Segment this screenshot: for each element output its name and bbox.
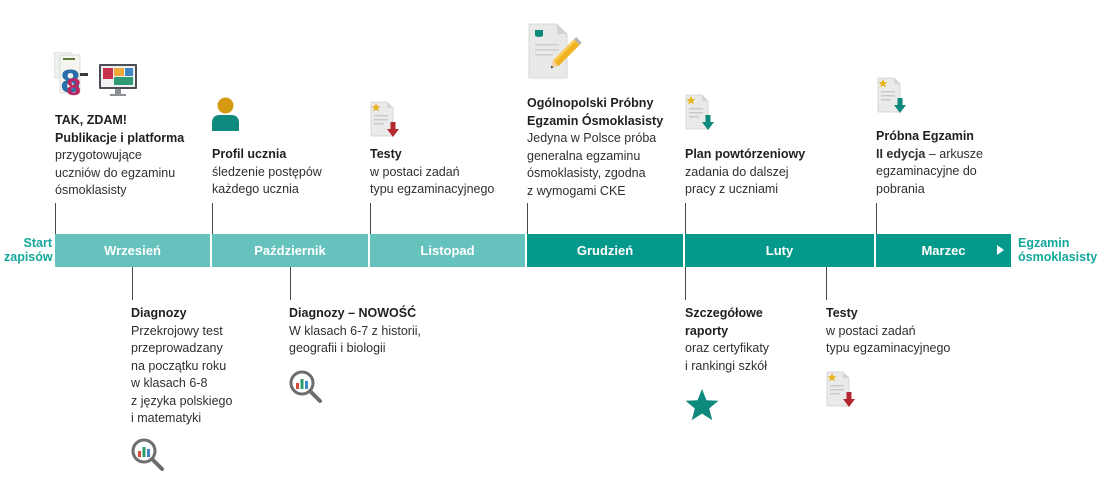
event-description: w postaci zadań typu egzaminacyjnego <box>370 164 495 197</box>
event-title: Próbna Egzamin <box>876 129 974 143</box>
event-title: Ogólnopolski Próbny Egzamin Ósmoklasisty <box>527 96 664 128</box>
event-title: TAK, ZDAM! Publikacje i platforma <box>55 113 185 145</box>
event-diagnozy: Diagnozy Przekrojowy test przeprowadzany… <box>131 305 281 428</box>
event-title: Testy <box>826 306 858 320</box>
connector-line <box>55 203 56 234</box>
month-segment-pazdziernik: Październik <box>212 234 368 267</box>
student-profile-icon <box>212 97 239 131</box>
event-description: w postaci zadań typu egzaminacyjnego <box>826 323 951 356</box>
event-title: Szczegółowe raporty <box>685 306 763 338</box>
event-description: Jedyna w Polsce próba generalna egzaminu… <box>527 131 657 198</box>
event-testy-luty: Testy w postaci zadań typu egzaminacyjne… <box>826 305 986 358</box>
svg-text:8: 8 <box>60 65 81 98</box>
month-segment-marzec: Marzec <box>876 234 1011 267</box>
event-probny-egzamin: Ogólnopolski Próbny Egzamin Ósmoklasisty… <box>527 95 677 200</box>
month-segment-listopad: Listopad <box>370 234 525 267</box>
magnifier-chart-icon <box>131 438 164 471</box>
month-segment-wrzesien: Wrzesień <box>55 234 210 267</box>
event-description: II edycja – arkusze egzaminacyjne do pob… <box>876 146 984 196</box>
books-and-monitor-icon: 8 8 <box>54 52 137 98</box>
connector-line <box>370 203 371 234</box>
event-title: Testy <box>370 147 402 161</box>
event-description: zadania do dalszej pracy z uczniami <box>685 164 789 197</box>
event-description: oraz certyfikaty i rankingi szkół <box>685 341 770 373</box>
connector-line <box>685 267 686 300</box>
event-tak-zdam: TAK, ZDAM! Publikacje i platforma przygo… <box>55 112 205 200</box>
connector-line <box>685 203 686 234</box>
event-title: Profil ucznia <box>212 147 287 161</box>
document-download-icon <box>685 94 714 130</box>
event-profil-ucznia: Profil ucznia śledzenie postępów każdego… <box>212 146 362 199</box>
connector-line <box>876 203 877 234</box>
magnifier-chart-icon <box>289 370 322 403</box>
star-icon <box>685 389 719 421</box>
month-segment-luty: Luty <box>685 234 874 267</box>
document-download-icon <box>877 77 906 113</box>
timeline-start-label: Start zapisów <box>4 236 53 264</box>
event-testy-listopad: Testy w postaci zadań typu egzaminacyjne… <box>370 146 520 199</box>
connector-line <box>132 267 133 300</box>
connector-line <box>826 267 827 300</box>
document-download-icon <box>370 101 399 137</box>
event-description: Przekrojowy test przeprowadzany na począ… <box>131 323 233 426</box>
connector-line <box>527 203 528 234</box>
event-plan-powtorzeniowy: Plan powtórzeniowy zadania do dalszej pr… <box>685 146 845 199</box>
month-segment-grudzien: Grudzień <box>527 234 683 267</box>
timeline-end-label: Egzamin ósmoklasisty <box>1018 236 1098 264</box>
event-probna-egzamin-ii: Próbna Egzamin II edycja – arkusze egzam… <box>876 128 1016 198</box>
event-description: W klasach 6-7 z historii, geografii i bi… <box>289 323 421 356</box>
connector-line <box>290 267 291 300</box>
event-description: śledzenie postępów każdego ucznia <box>212 164 322 197</box>
svg-text:8: 8 <box>66 76 81 98</box>
event-title: Diagnozy <box>131 306 187 320</box>
connector-line <box>212 203 213 234</box>
document-pencil-icon <box>528 23 582 79</box>
event-title: Diagnozy – NOWOŚĆ <box>289 306 417 320</box>
event-diagnozy-nowosc: Diagnozy – NOWOŚĆ W klasach 6-7 z histor… <box>289 305 459 358</box>
event-description: przygotowujące uczniów do egzaminu ósmok… <box>55 148 176 197</box>
timeline-arrow-icon <box>997 245 1004 255</box>
document-download-icon <box>826 371 855 407</box>
event-title: Plan powtórzeniowy <box>685 147 806 161</box>
event-szczegolowe-raporty: Szczegółowe raporty oraz certyfikaty i r… <box>685 305 825 375</box>
